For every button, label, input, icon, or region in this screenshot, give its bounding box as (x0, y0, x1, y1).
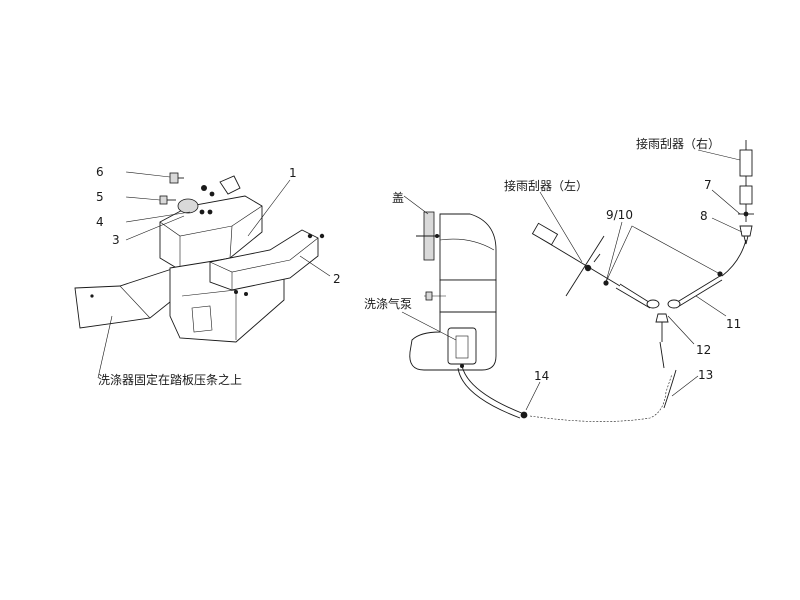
right-leaders (401, 149, 743, 411)
callout-5: 5 (96, 190, 104, 204)
callout-4: 4 (96, 215, 104, 229)
callout-6: 6 (96, 165, 104, 179)
pump-label: 洗涤气泵 (364, 296, 412, 311)
left-leaders (97, 171, 331, 379)
callout-9-10: 9/10 (606, 208, 633, 222)
cover-label: 盖 (392, 191, 404, 205)
callout-7: 7 (704, 178, 712, 192)
mounting-bracket (209, 229, 319, 291)
callout-8: 8 (700, 209, 708, 223)
fastener-6 (169, 172, 179, 184)
callout-3: 3 (112, 233, 120, 247)
pedal-trim-strip (74, 267, 186, 329)
callout-2: 2 (333, 272, 341, 286)
wiper-left-label: 接雨刮器（左） (504, 178, 588, 193)
washer-reservoir-assembly (74, 172, 325, 343)
fastener-5 (159, 195, 168, 205)
wiper-right-label: 接雨刮器（右） (636, 136, 720, 151)
cab-side-panel (409, 211, 497, 371)
callout-14: 14 (534, 369, 549, 383)
wiper-left-nozzle (531, 222, 621, 297)
washer-hoses (457, 225, 747, 422)
callout-11: 11 (726, 317, 741, 331)
callout-1: 1 (289, 166, 297, 180)
reservoir-cap (219, 175, 241, 195)
washer-motor (177, 198, 199, 214)
callout-13: 13 (698, 368, 713, 382)
reservoir-tank (159, 195, 263, 271)
mounting-note: 洗涤器固定在踏板压条之上 (98, 372, 242, 387)
callout-12: 12 (696, 343, 711, 357)
washer-air-pump (447, 327, 477, 365)
wiper-right-nozzle (738, 140, 754, 245)
